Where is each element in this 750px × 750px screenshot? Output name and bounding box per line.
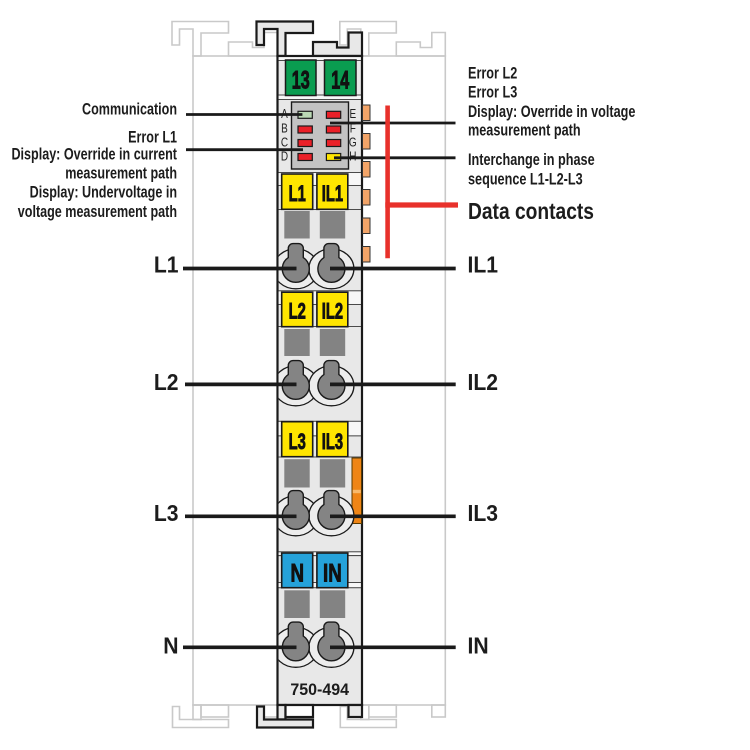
svg-text:IL2: IL2 [468,369,499,395]
svg-text:13: 13 [292,67,310,94]
svg-text:14: 14 [331,67,349,94]
svg-text:L3: L3 [289,429,306,454]
svg-text:Data contacts: Data contacts [468,198,594,224]
svg-text:IL3: IL3 [322,429,343,454]
svg-text:measurement path: measurement path [468,121,581,140]
svg-text:L2: L2 [289,299,306,324]
svg-text:Interchange in phase: Interchange in phase [468,150,595,169]
svg-text:L3: L3 [154,500,179,526]
svg-text:C: C [281,136,288,149]
svg-text:voltage measurement path: voltage measurement path [18,202,177,221]
svg-text:E: E [349,108,356,121]
svg-text:Display: Override in current: Display: Override in current [11,145,177,164]
svg-text:B: B [281,123,288,136]
svg-text:G: G [349,136,357,149]
svg-text:L1: L1 [289,181,306,206]
svg-text:Error L2: Error L2 [468,64,517,83]
svg-text:sequence L1-L2-L3: sequence L1-L2-L3 [468,170,583,189]
svg-text:D: D [281,151,288,164]
svg-text:Error L3: Error L3 [468,83,517,102]
svg-text:Display: Undervoltage in: Display: Undervoltage in [30,183,177,202]
svg-text:IL1: IL1 [468,251,499,277]
svg-text:L1: L1 [154,251,179,277]
svg-text:750-494: 750-494 [290,680,349,699]
svg-text:Display: Override in voltage: Display: Override in voltage [468,102,635,121]
svg-text:IL3: IL3 [468,500,499,526]
svg-text:Communication: Communication [82,100,177,119]
svg-text:IL2: IL2 [322,299,343,324]
svg-text:IN: IN [468,632,489,658]
svg-text:IN: IN [323,559,342,587]
svg-text:N: N [163,632,178,658]
svg-text:Error L1: Error L1 [128,128,177,147]
svg-text:L2: L2 [154,369,179,395]
svg-text:F: F [350,123,356,136]
svg-text:N: N [290,559,304,587]
svg-text:IL1: IL1 [322,181,343,206]
svg-text:measurement path: measurement path [65,164,177,183]
